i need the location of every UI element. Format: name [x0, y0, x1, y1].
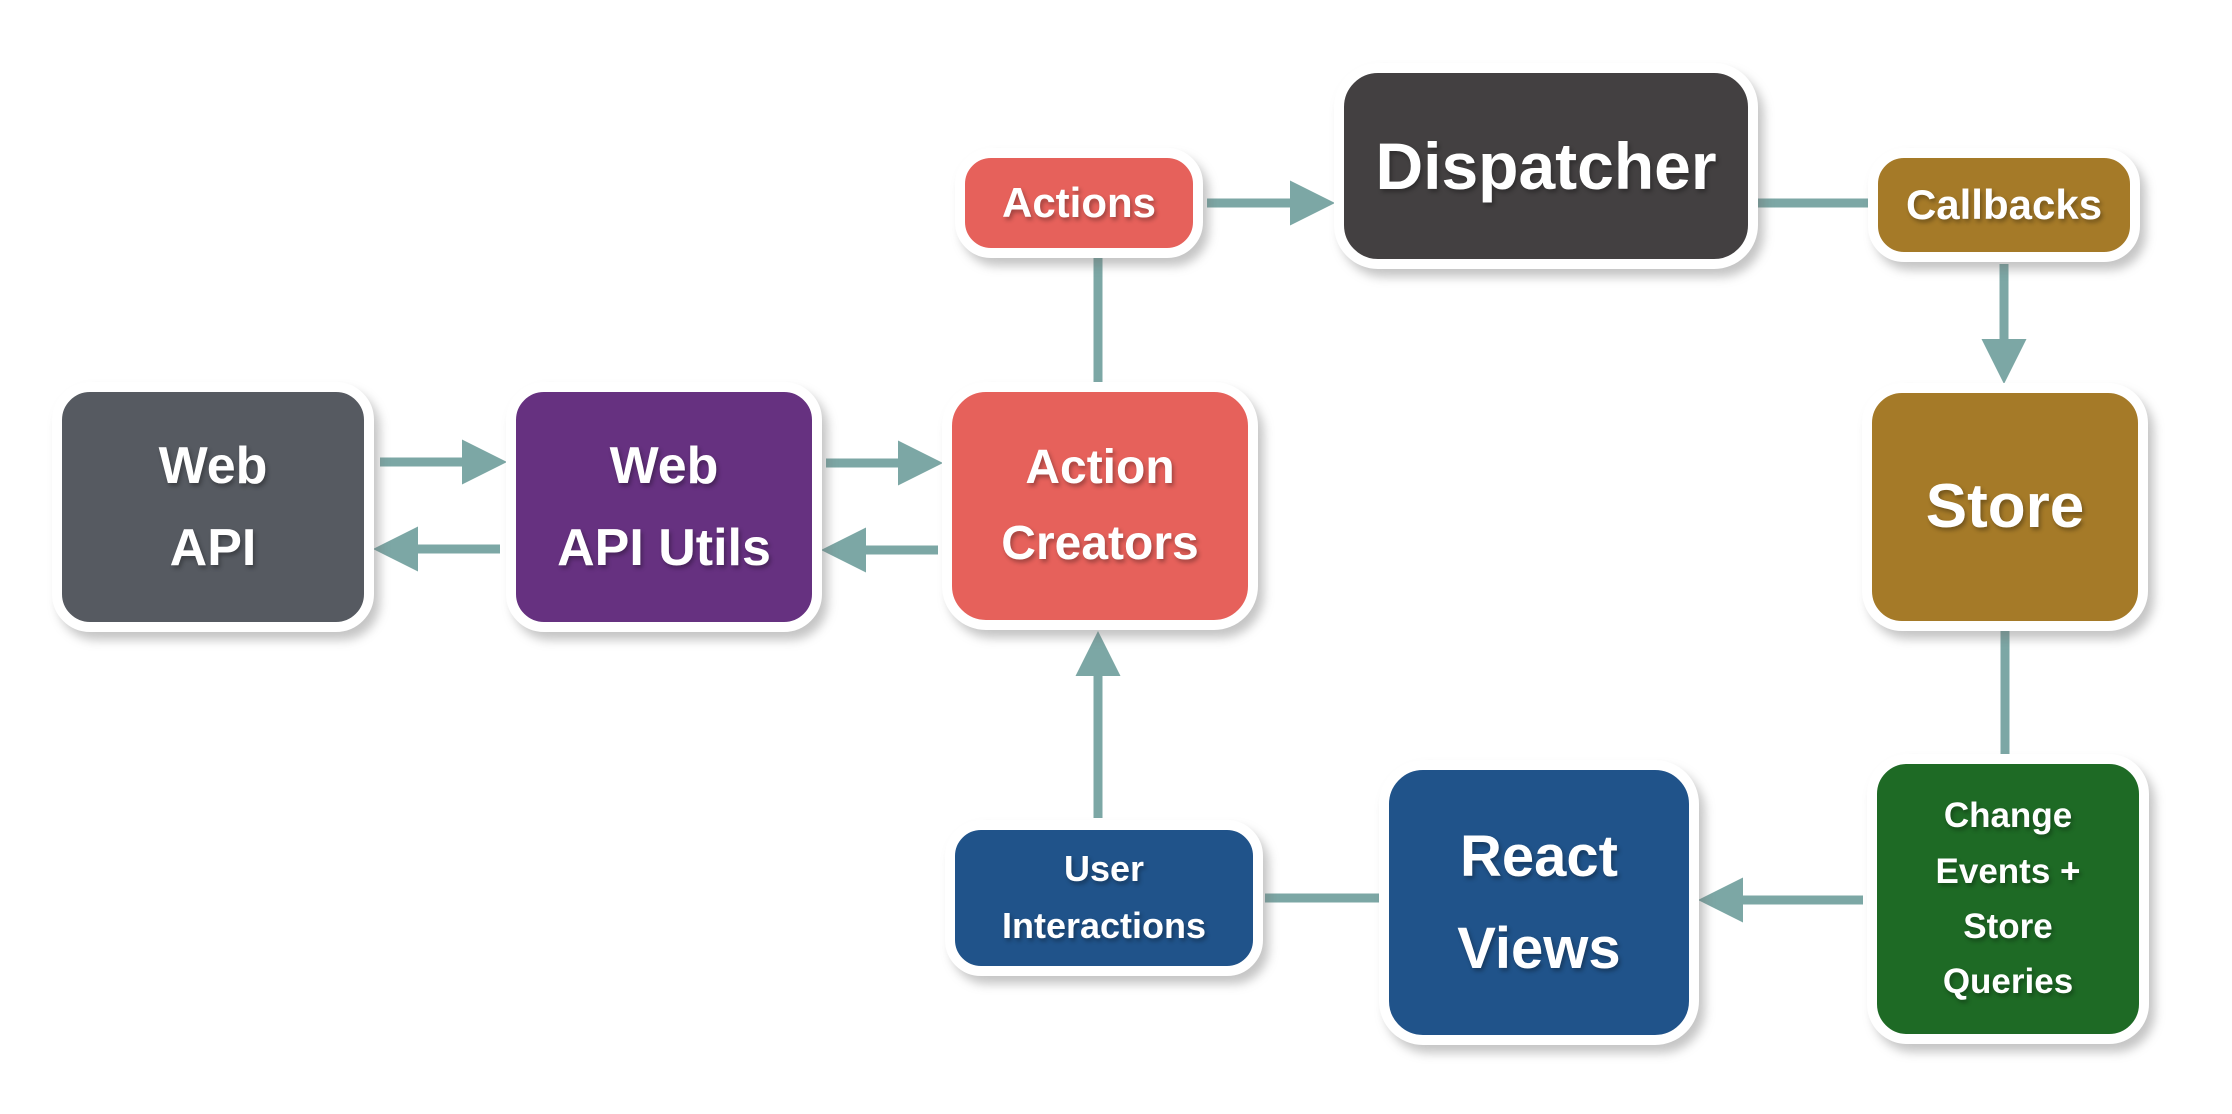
- node-actions-label: Actions: [1001, 178, 1156, 226]
- node-dispatcher-label: Dispatcher: [1375, 128, 1717, 203]
- node-web-api-utils-label: Web API Utils: [557, 436, 771, 577]
- node-dispatcher: Dispatcher: [1334, 63, 1758, 269]
- node-store-label: Store: [1925, 471, 2085, 541]
- node-user-interactions: User Interactions: [945, 820, 1263, 976]
- node-change-events-store-queries-label: Change Events + Store Queries: [1935, 796, 2081, 1002]
- node-change-events-store-queries: Change Events + Store Queries: [1867, 754, 2149, 1044]
- node-action-creators: Action Creators: [942, 382, 1258, 630]
- node-web-api-label: Web API: [158, 436, 268, 577]
- node-web-api-utils: Web API Utils: [506, 382, 822, 632]
- node-user-interactions-label: User Interactions: [1001, 848, 1207, 946]
- node-action-creators-label: Action Creators: [1001, 441, 1199, 570]
- node-react-views-label: React Views: [1457, 823, 1621, 981]
- node-react-views: React Views: [1379, 760, 1699, 1045]
- node-store: Store: [1862, 383, 2148, 631]
- node-actions: Actions: [955, 148, 1203, 258]
- node-callbacks-label: Callbacks: [1905, 180, 2103, 228]
- node-callbacks: Callbacks: [1868, 148, 2140, 262]
- node-web-api: Web API: [52, 382, 374, 632]
